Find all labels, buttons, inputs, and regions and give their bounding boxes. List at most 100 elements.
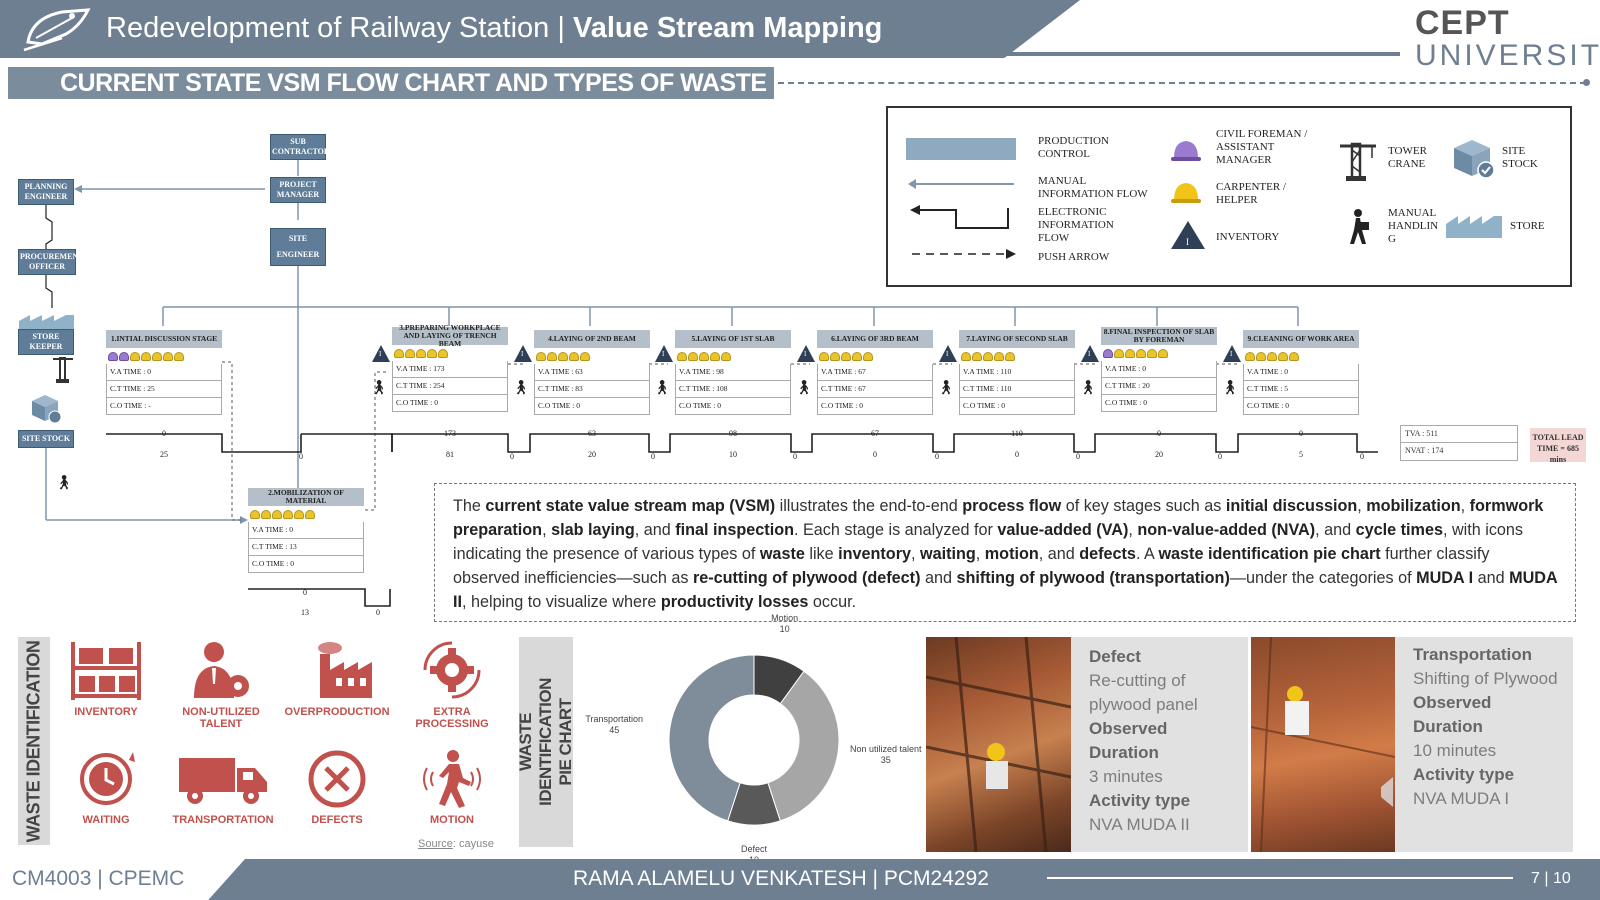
desc-bold: current state value stream map (VSM): [485, 497, 776, 515]
carpenter-helmet-icon: [250, 509, 260, 519]
waste-waiting: WAITING: [51, 748, 161, 826]
stage-ct-time: C.T TIME : 254: [392, 378, 508, 395]
waste-non-utilized-talent: NON-UTILIZED TALENT: [166, 640, 276, 730]
desc-text: , and: [1315, 521, 1356, 539]
heading-line-dot: [1583, 79, 1590, 86]
legend-site-stock: SITE STOCK: [1502, 145, 1538, 170]
desc-bold: waste: [759, 545, 805, 563]
waste-label: EXTRA PROCESSING: [415, 706, 489, 730]
desc-bold: cycle times: [1355, 521, 1443, 539]
waste-pie-chart: [668, 654, 840, 826]
waste-motion: MOTION: [397, 748, 507, 826]
desc-text: . A: [1135, 545, 1159, 563]
desc-text: , with icons indicating the presence of …: [453, 521, 1524, 563]
electronic-flow-arrow-icon: [910, 205, 1009, 229]
carpenter-helmet-icon: [427, 348, 437, 358]
timeline-nva-value: 5: [1299, 450, 1303, 459]
stage-title: 7.LAYING OF SECOND SLAB: [959, 330, 1075, 348]
carpenter-helmet-icon: [394, 348, 404, 358]
stage-ct-time: C.T TIME : 108: [675, 381, 791, 398]
defect-card-obs-label: Observed Duration: [1089, 719, 1168, 762]
footer-page-number: 7 | 10: [1531, 870, 1571, 887]
manual-handling-icon: 🚶︎: [1079, 379, 1097, 395]
inventory-mark: I: [379, 350, 382, 358]
node-site-engineer: SITE ENGINEER: [270, 228, 326, 266]
timeline-gap-value: 0: [510, 452, 514, 461]
node-procurement-officer: PROCUREMENT OFFICER: [18, 249, 84, 275]
desc-bold: motion: [984, 545, 1039, 563]
desc-text: , and: [634, 521, 676, 539]
carpenter-helmet-icon: [130, 351, 140, 361]
stage-co-time: C.O TIME : 0: [675, 398, 791, 415]
timeline-gap-value: 0: [935, 452, 939, 461]
push-arrow-icon: [912, 249, 1016, 259]
carpenter-helmet-icon: [830, 351, 840, 361]
tower-crane-icon: [1340, 142, 1376, 181]
timeline-va-value: 0: [1157, 429, 1161, 438]
desc-bold: value-added (VA): [997, 521, 1129, 539]
mob-timeline-gap: 0: [376, 608, 380, 617]
carpenter-helmet-icon: [1267, 351, 1277, 361]
store-keeper-factory-icon: [19, 315, 74, 329]
pie-chart-label: WASTE IDENTIFICATION PIE CHART: [516, 637, 575, 847]
inventory-triangle-icon: I: [1081, 345, 1099, 362]
waste-label: WAITING: [82, 814, 130, 826]
defect-photo-illustration: [926, 637, 1071, 852]
carpenter-helmet-icon: [294, 509, 304, 519]
site-stock-box-flow-icon: [32, 395, 62, 424]
timeline-va-value: 63: [588, 429, 596, 438]
legend-store: STORE: [1510, 220, 1545, 232]
pie-label-value: 10: [779, 623, 790, 634]
timeline-va-value: 110: [1011, 429, 1023, 438]
manual-flow-arrow-icon: [908, 179, 1014, 189]
mob-timeline-bottom: 13: [301, 608, 309, 617]
carpenter-helmet-icon: [852, 351, 862, 361]
cept-logo: CEPT UNIVERSITY: [1415, 4, 1600, 72]
carpenter-helmet-icon: [972, 351, 982, 361]
inventory-triangle-icon: I: [797, 345, 815, 362]
stage-co-time: C.O TIME : 0: [534, 398, 650, 415]
inventory-triangle-icon: I: [655, 345, 673, 362]
stage-va-time: V.A TIME : 0: [106, 364, 222, 381]
stage-worker-icons: [817, 348, 933, 364]
timeline-nva-value: 81: [446, 450, 454, 459]
legend-carpenter: CARPENTER / HELPER: [1216, 181, 1286, 206]
header-bar: [0, 0, 1080, 58]
desc-bold: re-cutting of plywood (defect): [692, 569, 921, 587]
legend-civil-foreman: CIVIL FOREMAN / ASSISTANT MANAGER: [1216, 128, 1308, 166]
waste-identification-label: WASTE IDENTIFICATION: [18, 637, 50, 845]
stage-title: 8.FINAL INSPECTION OF SLAB BY FOREMAN: [1101, 327, 1217, 345]
desc-text: ,: [911, 545, 921, 563]
node-site-stock: SITE STOCK: [18, 430, 74, 448]
node-project-manager: PROJECT MANAGER: [270, 177, 326, 203]
carpenter-helmet-icon: [152, 351, 162, 361]
carpenter-helmet-icon: [580, 351, 590, 361]
timeline-gap-value: 0: [1360, 452, 1364, 461]
production-control-swatch: [906, 138, 1016, 160]
carpenter-helmet-icon: [699, 351, 709, 361]
timeline-gap-value: 0: [651, 452, 655, 461]
desc-text: and: [920, 569, 957, 587]
total-lead-time: TOTAL LEAD TIME = 685 mins: [1530, 428, 1586, 464]
source-value: : cayuse: [452, 838, 494, 850]
stage-va-time: V.A TIME : 0: [1101, 361, 1217, 378]
section-heading: CURRENT STATE VSM FLOW CHART AND TYPES O…: [8, 67, 774, 99]
stage-title: 4.LAYING OF 2ND BEAM: [534, 330, 650, 348]
tva-box: TVA : 511 NVAT : 174: [1400, 425, 1518, 461]
mob-timeline-top: 0: [303, 588, 307, 597]
carpenter-helmet-icon: [1245, 351, 1255, 361]
carpenter-helmet-icon: [272, 509, 282, 519]
stage-co-time: C.O TIME : 0: [1243, 398, 1359, 415]
timeline-nva-value: 20: [1155, 450, 1163, 459]
header-title: Redevelopment of Railway Station | Value…: [106, 10, 882, 46]
carpenter-helmet-icon: [1136, 348, 1146, 358]
logo-line1: CEPT: [1415, 4, 1510, 42]
manual-handling-icon: 🚶︎: [937, 379, 955, 395]
inventory-mark: I: [521, 350, 524, 358]
pie-label-name: Defect: [740, 844, 767, 854]
legend-manual-flow: MANUAL INFORMATION FLOW: [1038, 175, 1148, 200]
footer-line: [1047, 877, 1513, 879]
stage-co-time: C.O TIME : 0: [248, 556, 364, 573]
